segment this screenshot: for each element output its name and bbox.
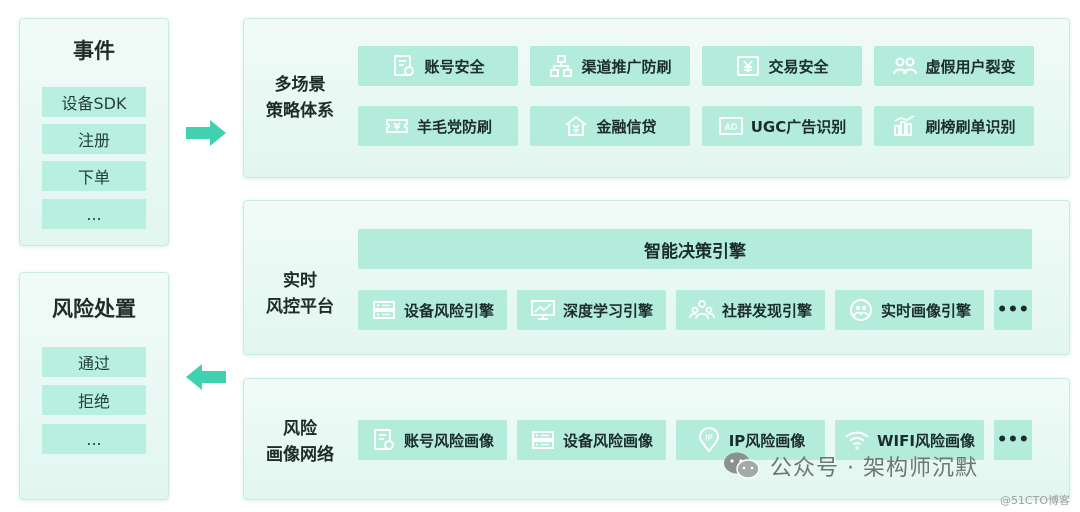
- bar-chart-icon: [892, 113, 918, 139]
- platform-more: •••: [994, 290, 1032, 330]
- svg-text:AD: AD: [724, 122, 737, 132]
- tile-realtime-portrait-engine: 实时画像引擎: [835, 290, 984, 330]
- event-item-sdk: 设备SDK: [42, 87, 146, 117]
- monitor-chart-icon: [530, 297, 556, 323]
- event-item-more: ...: [42, 199, 146, 229]
- portrait-circle-icon: [848, 297, 874, 323]
- tile-label: 渠道推广防刷: [581, 57, 672, 76]
- tile-coupon-abuse: 羊毛党防刷: [358, 106, 518, 146]
- profile-title: 风险 画像网络: [250, 416, 350, 468]
- arrow-right-icon: [186, 120, 226, 146]
- wifi-icon: [844, 427, 870, 453]
- profile-title-line2: 画像网络: [266, 445, 334, 465]
- platform-title-line1: 实时: [283, 271, 317, 291]
- strategy-title-line2: 策略体系: [266, 101, 334, 121]
- tile-label: 账号安全: [424, 57, 485, 76]
- strategy-title-line1: 多场景: [274, 75, 326, 95]
- tile-ranking-fraud: 刷榜刷单识别: [874, 106, 1034, 146]
- profile-more: •••: [994, 420, 1032, 460]
- disposal-title: 风险处置: [52, 297, 136, 321]
- tile-ugc-ad-detection: AD UGC广告识别: [702, 106, 862, 146]
- tile-device-risk-engine: 设备风险引擎: [358, 290, 507, 330]
- tile-device-risk-profile: 设备风险画像: [517, 420, 666, 460]
- tile-label: 账号风险画像: [403, 431, 494, 450]
- tile-label: 设备风险画像: [562, 431, 653, 450]
- tile-label: 交易安全: [768, 57, 829, 76]
- watermark-text: 公众号 · 架构师沉默: [770, 456, 978, 481]
- tile-label: IP风险画像: [728, 431, 806, 450]
- disposal-item-pass: 通过: [42, 347, 146, 377]
- account-doc-icon: [391, 53, 417, 79]
- yuan-trade-icon: [735, 53, 761, 79]
- tile-label: 金融信贷: [596, 117, 657, 136]
- tile-ip-risk-profile: IP IP风险画像: [676, 420, 825, 460]
- tile-label: 社群发现引擎: [721, 301, 812, 320]
- events-title: 事件: [73, 39, 115, 63]
- disposal-panel: 风险处置 通过 拒绝 ...: [19, 272, 169, 500]
- event-item-order: 下单: [42, 161, 146, 191]
- arrow-left-icon: [186, 364, 226, 390]
- watermark: 公众号 · 架构师沉默: [722, 450, 978, 482]
- ip-pin-icon: IP: [696, 427, 722, 453]
- profile-title-line1: 风险: [283, 419, 317, 439]
- strategy-title: 多场景 策略体系: [250, 72, 350, 124]
- ad-icon: AD: [718, 113, 744, 139]
- tile-finance-credit: 金融信贷: [530, 106, 690, 146]
- device-server-icon: [371, 297, 397, 323]
- community-icon: [689, 297, 715, 323]
- tile-label: 刷榜刷单识别: [925, 117, 1016, 136]
- events-panel: 事件 设备SDK 注册 下单 ...: [19, 18, 169, 246]
- tile-account-risk-profile: 账号风险画像: [358, 420, 507, 460]
- tile-label: UGC广告识别: [750, 117, 847, 136]
- tile-label: 设备风险引擎: [403, 301, 494, 320]
- finance-house-icon: [563, 113, 589, 139]
- coupon-icon: [384, 113, 410, 139]
- event-item-register: 注册: [42, 124, 146, 154]
- channel-tree-icon: [548, 53, 574, 79]
- tile-label: WIFI风险画像: [877, 431, 975, 450]
- tile-label: 深度学习引擎: [562, 301, 653, 320]
- tile-community-discovery-engine: 社群发现引擎: [676, 290, 825, 330]
- decision-engine-bar: 智能决策引擎: [358, 229, 1032, 269]
- disposal-item-more: ...: [42, 424, 146, 454]
- tile-channel-antifraud: 渠道推广防刷: [530, 46, 690, 86]
- platform-title: 实时 风控平台: [250, 268, 350, 320]
- tile-label: 实时画像引擎: [880, 301, 971, 320]
- tile-deep-learning-engine: 深度学习引擎: [517, 290, 666, 330]
- strategy-panel: [243, 18, 1070, 178]
- tile-fake-user-fission: 虚假用户裂变: [874, 46, 1034, 86]
- platform-panel: [243, 200, 1070, 355]
- svg-text:IP: IP: [705, 434, 713, 443]
- watermark-credit: @51CTO博客: [999, 494, 1070, 507]
- tile-label: 虚假用户裂变: [925, 57, 1016, 76]
- disposal-item-reject: 拒绝: [42, 385, 146, 415]
- wechat-icon: [724, 452, 760, 479]
- tile-label: 羊毛党防刷: [416, 117, 492, 136]
- account-doc-icon: [371, 427, 397, 453]
- users-group-icon: [892, 53, 918, 79]
- tile-wifi-risk-profile: WIFI风险画像: [835, 420, 984, 460]
- tile-trade-security: 交易安全: [702, 46, 862, 86]
- platform-title-line2: 风控平台: [266, 297, 334, 317]
- device-server-icon: [530, 427, 556, 453]
- tile-account-security: 账号安全: [358, 46, 518, 86]
